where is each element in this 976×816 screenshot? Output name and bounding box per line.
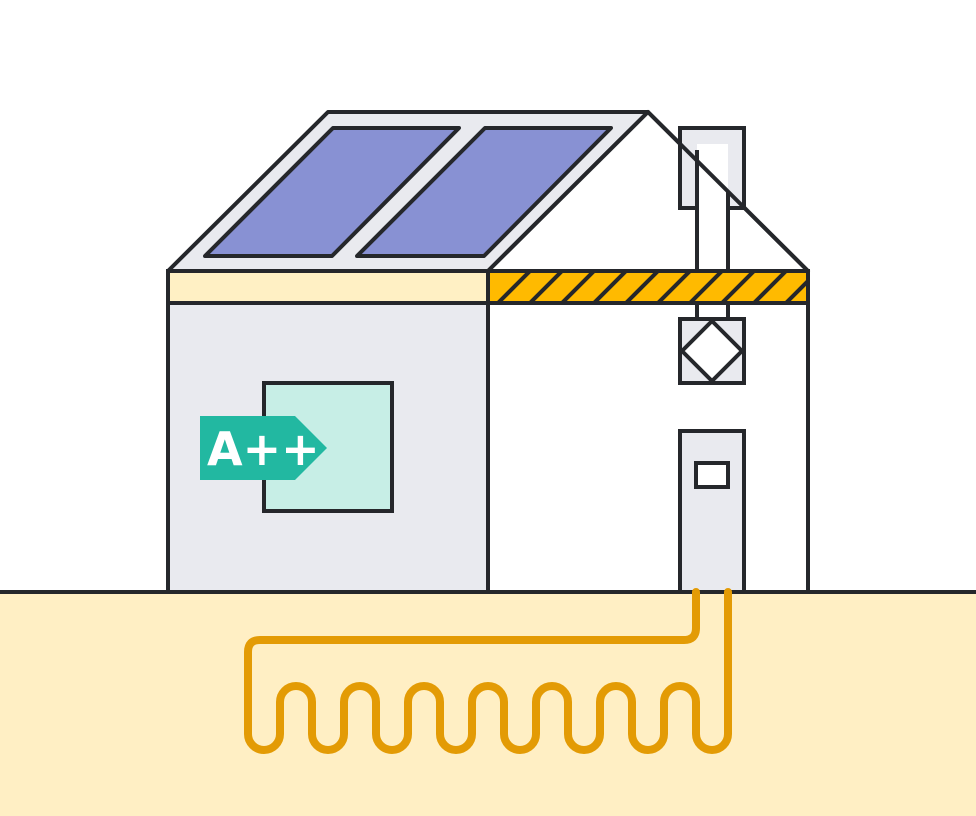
roof-edge-right <box>646 110 810 273</box>
wall-right <box>486 301 810 594</box>
insulation-right-outline <box>486 269 810 305</box>
insulation-hatching <box>497 273 806 301</box>
ventilation-unit-icon <box>678 303 746 385</box>
vent-duct-shaft <box>697 144 728 272</box>
energy-label-tag <box>200 416 327 480</box>
energy-label-badge: A++ <box>200 416 327 480</box>
ground-loop-pipe-icon <box>244 588 732 754</box>
insulation-right <box>488 271 808 303</box>
solar-panel-1 <box>203 126 461 258</box>
insulation-left <box>166 269 490 305</box>
energy-label-rating: A++ <box>207 422 320 476</box>
ground <box>0 592 976 816</box>
ventilation-diamond <box>680 319 744 383</box>
solar-panel-icon <box>203 126 613 258</box>
solar-panel-2 <box>355 126 613 258</box>
door <box>678 429 746 594</box>
door-window <box>694 461 730 489</box>
